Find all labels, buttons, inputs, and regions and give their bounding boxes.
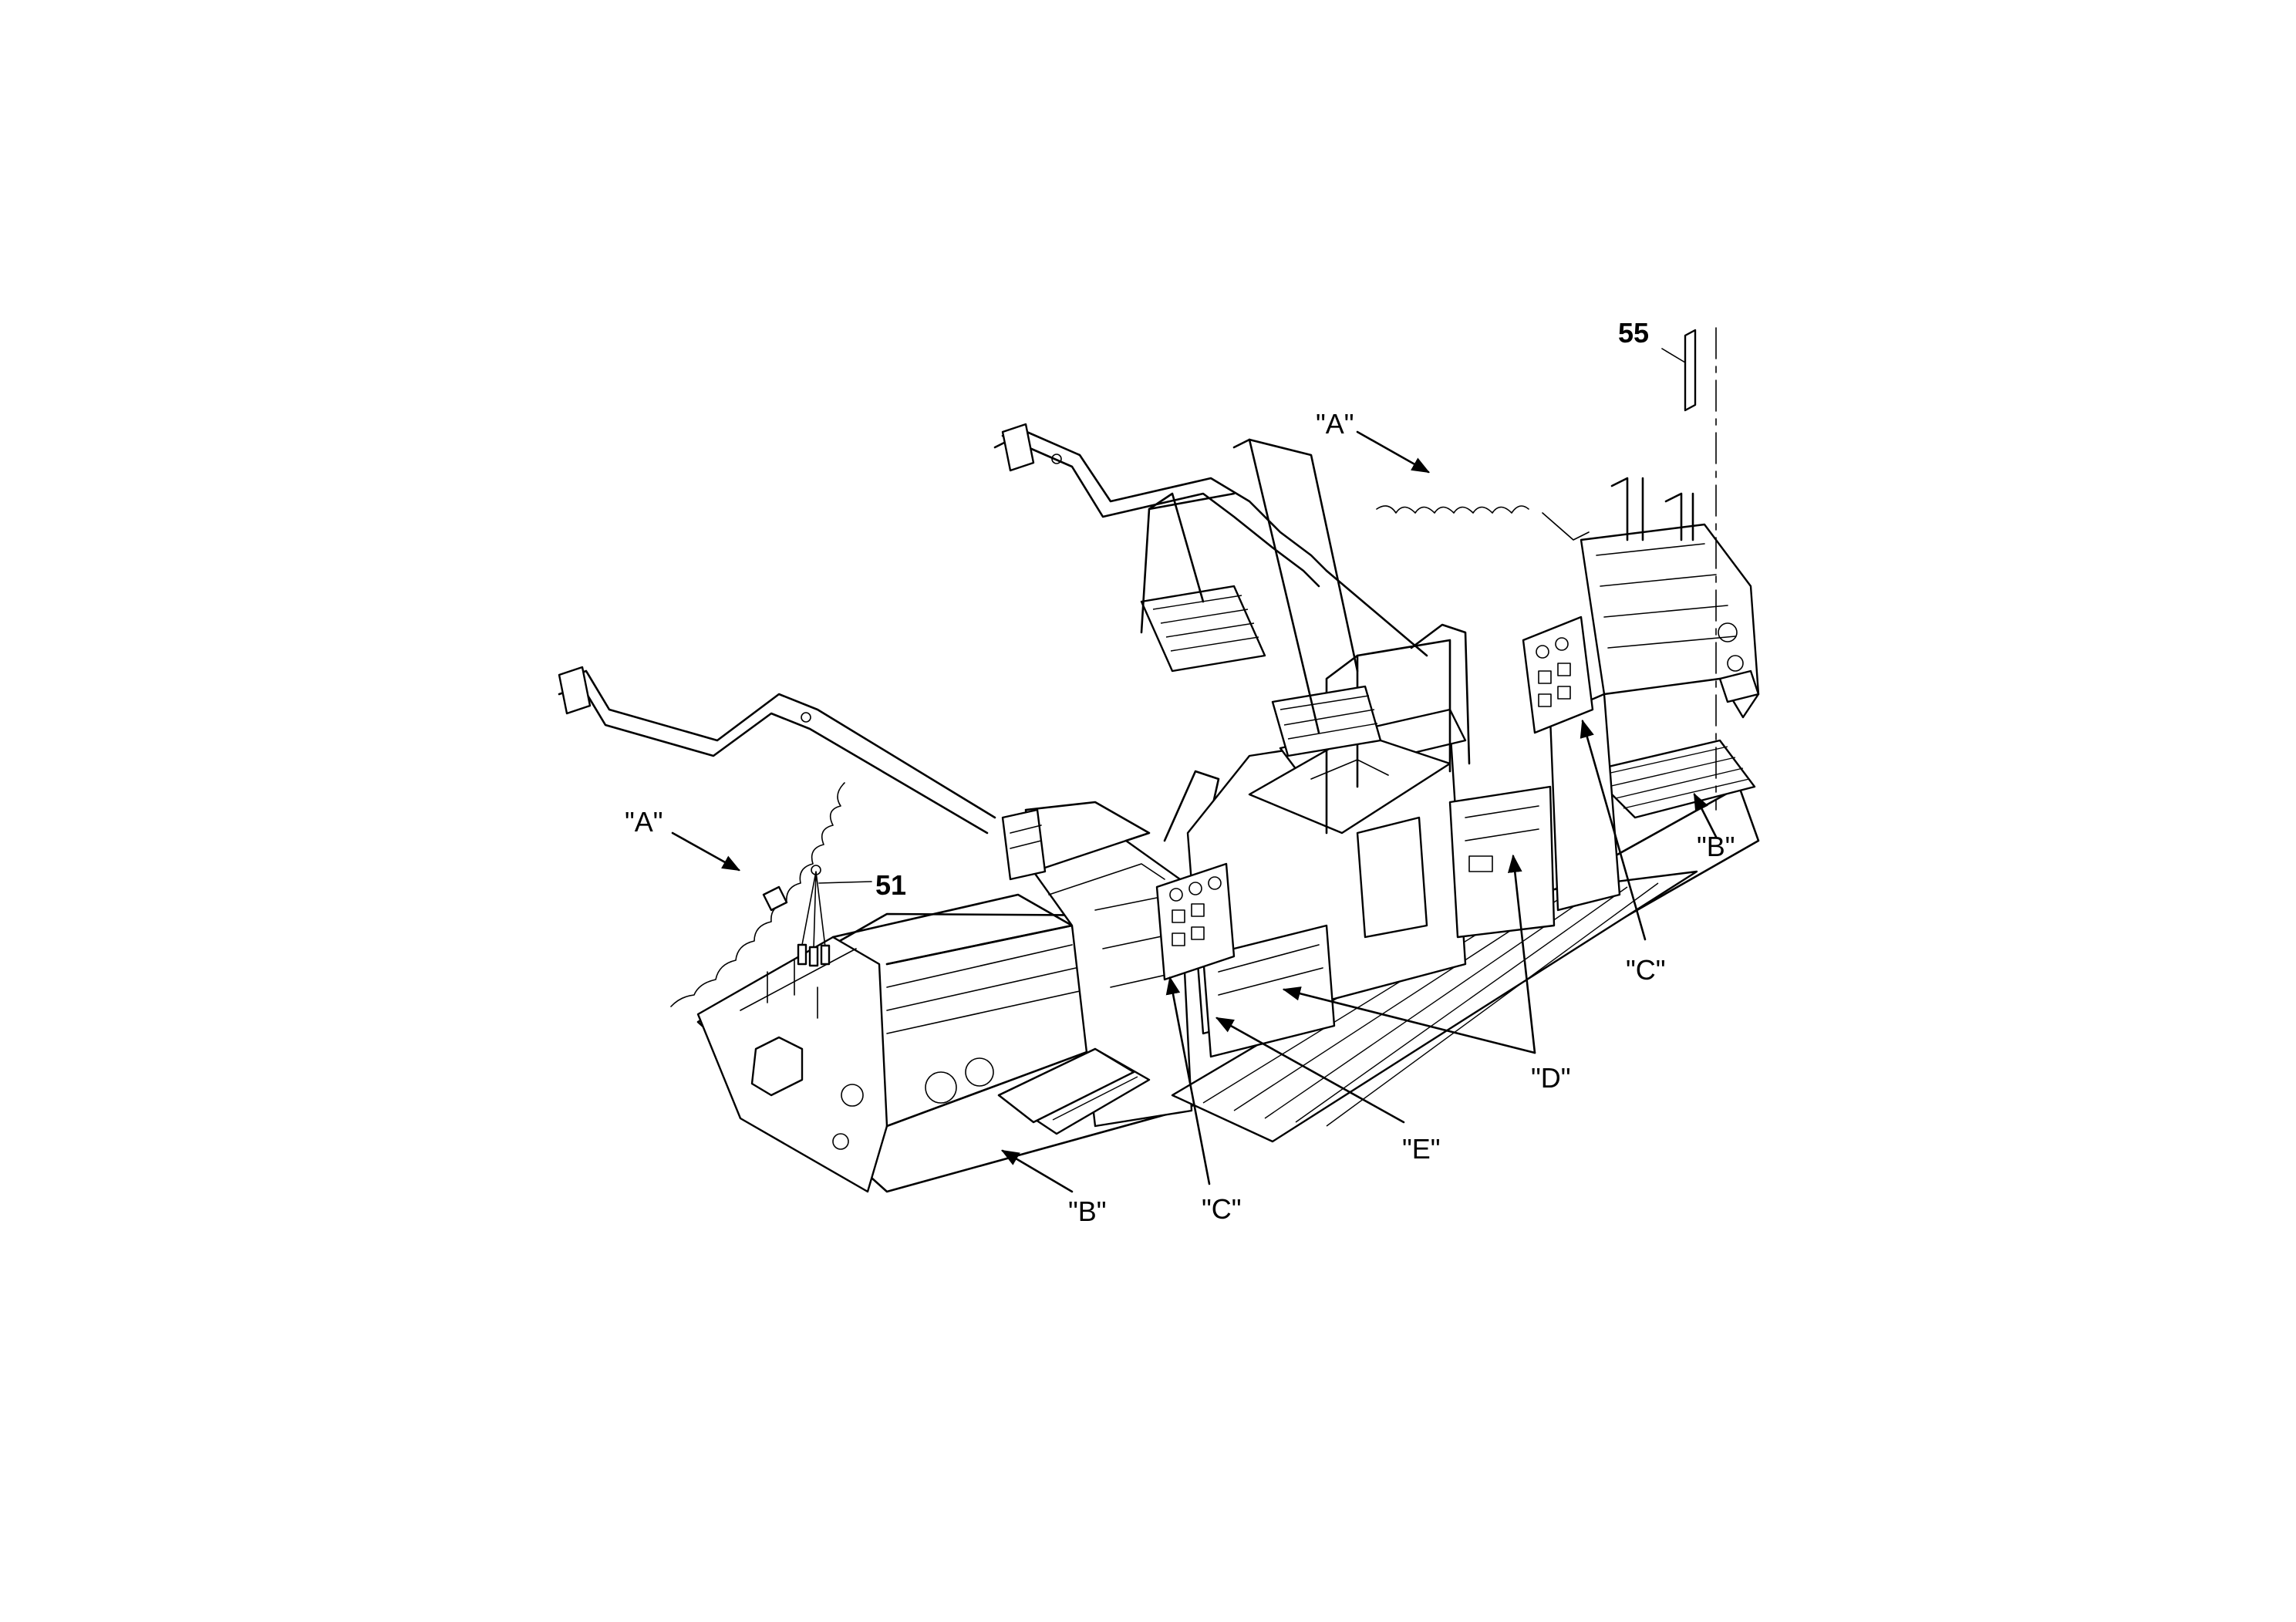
view-label-e: "E" bbox=[1402, 1133, 1441, 1165]
view-label-a-top: "A" bbox=[1316, 408, 1354, 440]
left-side-tower bbox=[1024, 770, 1220, 1128]
arrow-a-left bbox=[671, 831, 741, 872]
view-label-b-right: "B" bbox=[1697, 831, 1735, 862]
arrow-d-1 bbox=[1282, 986, 1536, 1054]
view-label-d: "D" bbox=[1531, 1062, 1571, 1094]
part-number-55: 55 bbox=[1618, 317, 1649, 349]
view-label-a-left: "A" bbox=[625, 806, 663, 838]
right-screed-assembly bbox=[1580, 477, 1760, 719]
left-screed-assembly bbox=[696, 893, 1097, 1193]
center-chassis bbox=[1186, 693, 1621, 1058]
coiled-cable-right bbox=[1376, 505, 1590, 541]
part-51-sensor-leads bbox=[762, 865, 872, 967]
callout-labels: 51 55 "A" "A" "B" "B" "C" "C" "D" "E" bbox=[625, 317, 1735, 1227]
central-walkway-grate bbox=[1171, 739, 1756, 1143]
part-number-51: 51 bbox=[875, 869, 906, 901]
right-hopper-arm bbox=[993, 423, 1428, 657]
part-55-plate bbox=[1661, 327, 1717, 811]
view-label-b-left: "B" bbox=[1068, 1195, 1107, 1227]
arrow-a-top bbox=[1356, 430, 1431, 474]
arrow-d-2 bbox=[1507, 854, 1536, 1054]
arrow-c-right bbox=[1580, 719, 1647, 941]
view-arrows bbox=[671, 430, 1718, 1193]
paver-machine-illustration bbox=[558, 423, 1760, 1193]
view-label-c-right: "C" bbox=[1626, 954, 1666, 986]
arrow-b-right bbox=[1693, 792, 1718, 838]
front-walkway-grate bbox=[997, 1047, 1135, 1124]
view-label-c-bottom: "C" bbox=[1202, 1193, 1242, 1225]
arrow-e bbox=[1215, 1017, 1405, 1124]
right-operator-console bbox=[1522, 615, 1594, 734]
left-hopper-arm bbox=[558, 666, 1047, 881]
left-operator-console bbox=[1155, 862, 1236, 981]
arrow-c-bottom bbox=[1165, 976, 1211, 1185]
arrow-b-left bbox=[1000, 1149, 1074, 1193]
step-ladder bbox=[1140, 438, 1382, 757]
